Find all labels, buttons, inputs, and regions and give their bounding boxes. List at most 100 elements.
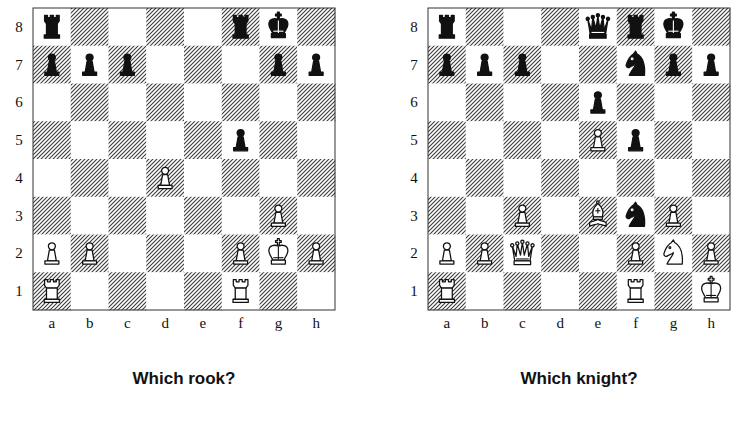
board-square [579, 84, 617, 122]
chess-piece [158, 167, 172, 188]
board-square [146, 84, 184, 122]
board-square [109, 84, 147, 122]
file-letter: e [595, 316, 602, 331]
board-square [579, 197, 617, 235]
file-letter: a [49, 316, 56, 331]
board-square [71, 121, 109, 159]
rank-number: 6 [15, 95, 23, 110]
chess-piece [44, 15, 59, 38]
file-letter: b [481, 316, 489, 331]
board-square [428, 121, 466, 159]
file-letter: d [556, 316, 564, 331]
board-square [297, 272, 335, 310]
chess-piece [478, 54, 492, 75]
board-square [222, 8, 260, 46]
board-square [184, 272, 222, 310]
chess-piece [591, 92, 605, 113]
board-square [184, 159, 222, 197]
board-square [541, 46, 579, 84]
chess-piece [626, 202, 645, 226]
board-square [260, 272, 298, 310]
board-square [109, 121, 147, 159]
board-square [617, 84, 655, 122]
chess-piece [664, 12, 683, 37]
rank-number: 8 [410, 19, 418, 34]
board-square [428, 235, 466, 273]
board-square [655, 235, 693, 273]
board-square [541, 272, 579, 310]
chess-piece [234, 130, 248, 151]
rank-number: 5 [15, 133, 23, 148]
chess-board [428, 8, 730, 310]
board-square [692, 159, 730, 197]
board-square [655, 84, 693, 122]
board-square [109, 8, 147, 46]
chess-piece [666, 205, 680, 226]
chess-piece [44, 280, 59, 303]
board-square [184, 197, 222, 235]
board-square [504, 84, 542, 122]
rank-number: 3 [410, 208, 418, 223]
chess-piece [269, 12, 288, 37]
board-square [222, 159, 260, 197]
chess-piece [234, 243, 248, 264]
chess-piece [629, 243, 643, 264]
board-square [541, 121, 579, 159]
board-square [184, 84, 222, 122]
board-square [541, 197, 579, 235]
chess-piece [515, 205, 529, 226]
board-square [260, 159, 298, 197]
chess-piece [511, 240, 534, 264]
board-square [655, 197, 693, 235]
board-square [617, 272, 655, 310]
board-border [428, 8, 730, 310]
board-square [146, 8, 184, 46]
board-square [33, 8, 71, 46]
file-letter: f [238, 316, 243, 331]
board-square [692, 197, 730, 235]
rank-number: 4 [15, 170, 23, 185]
caption: Which knight? [520, 370, 637, 387]
rank-number: 7 [15, 57, 23, 72]
board-square [579, 46, 617, 84]
board-square [579, 235, 617, 273]
board-square [222, 84, 260, 122]
board-square [297, 8, 335, 46]
board-square [504, 235, 542, 273]
board-square [466, 197, 504, 235]
board-square [184, 8, 222, 46]
board-square [466, 121, 504, 159]
file-letter: g [670, 316, 678, 331]
file-letter: f [633, 316, 638, 331]
file-letter: c [124, 316, 131, 331]
chess-piece [702, 276, 721, 301]
board-square [579, 121, 617, 159]
rank-number: 3 [15, 208, 23, 223]
board-square [33, 121, 71, 159]
board-square [692, 235, 730, 273]
board-square [297, 84, 335, 122]
board-square [655, 272, 693, 310]
board-square [71, 272, 109, 310]
board-square [504, 46, 542, 84]
board-square [109, 159, 147, 197]
rank-number: 1 [15, 284, 23, 299]
board-square [617, 159, 655, 197]
board-square [222, 272, 260, 310]
chess-piece [586, 14, 609, 38]
rank-number: 2 [15, 246, 23, 261]
file-letter: e [200, 316, 207, 331]
board-square [428, 84, 466, 122]
file-letter: h [312, 316, 320, 331]
chess-piece [478, 243, 492, 264]
board-square [146, 272, 184, 310]
board-square [428, 197, 466, 235]
board-square [428, 159, 466, 197]
board-square [655, 121, 693, 159]
chess-piece [269, 239, 288, 264]
board-square [541, 235, 579, 273]
chess-piece [45, 243, 59, 264]
board-square [109, 197, 147, 235]
